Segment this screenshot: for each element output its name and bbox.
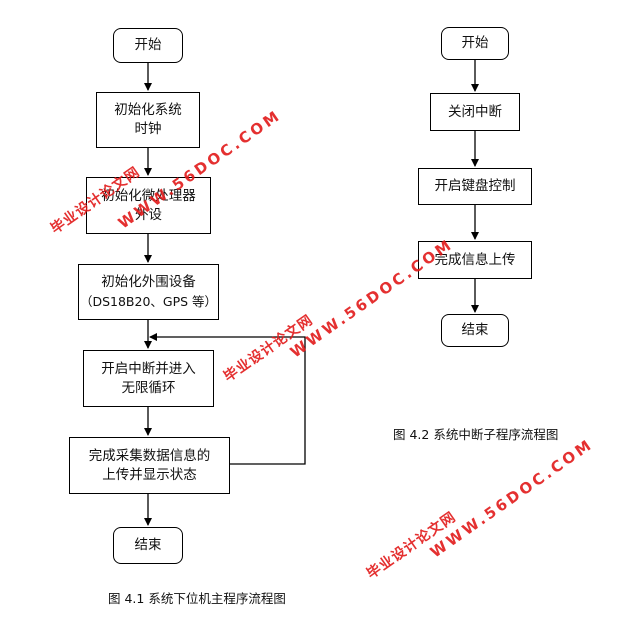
upload-display-line2: 上传并显示状态 — [102, 466, 197, 483]
right-end-label: 结束 — [461, 322, 489, 338]
init-peripherals-node: 初始化外围设备 （DS18B20、GPS 等） — [78, 264, 219, 320]
enable-interrupt-line2: 无限循环 — [121, 379, 176, 396]
init-clock-node: 初始化系统 时钟 — [96, 92, 200, 148]
figure-caption-4-2: 图 4.2 系统中断子程序流程图 — [393, 427, 559, 442]
start-node: 开始 — [113, 28, 183, 63]
init-clock-line1: 初始化系统 — [114, 102, 182, 118]
arrow-loop-back — [149, 333, 306, 465]
enable-interrupt-node: 开启中断并进入 无限循环 — [83, 350, 214, 407]
init-mcu-line1: 初始化微处理器 — [101, 187, 196, 204]
right-start-node: 开始 — [441, 27, 509, 60]
init-mcu-line2: 外设 — [135, 206, 162, 223]
init-clock-line2: 时钟 — [134, 121, 162, 137]
disable-interrupt-node: 关闭中断 — [430, 93, 520, 131]
right-start-label: 开始 — [461, 35, 489, 51]
info-upload-node: 完成信息上传 — [418, 241, 532, 279]
enable-interrupt-line1: 开启中断并进入 — [101, 360, 196, 377]
upload-display-line1: 完成采集数据信息的 — [88, 447, 211, 464]
info-upload-label: 完成信息上传 — [434, 251, 516, 268]
init-peripherals-line2: （DS18B20、GPS 等） — [79, 294, 218, 309]
keyboard-control-node: 开启键盘控制 — [418, 168, 532, 205]
init-mcu-node: 初始化微处理器 外设 — [86, 177, 211, 234]
init-peripherals-line1: 初始化外围设备 — [101, 274, 196, 290]
right-end-node: 结束 — [441, 314, 509, 347]
figure-caption-4-1: 图 4.1 系统下位机主程序流程图 — [108, 591, 286, 606]
end-node: 结束 — [113, 527, 183, 564]
end-label: 结束 — [134, 537, 162, 553]
start-label: 开始 — [134, 37, 162, 53]
disable-interrupt-label: 关闭中断 — [448, 103, 502, 120]
upload-display-node: 完成采集数据信息的 上传并显示状态 — [69, 437, 230, 494]
keyboard-control-label: 开启键盘控制 — [434, 178, 516, 194]
